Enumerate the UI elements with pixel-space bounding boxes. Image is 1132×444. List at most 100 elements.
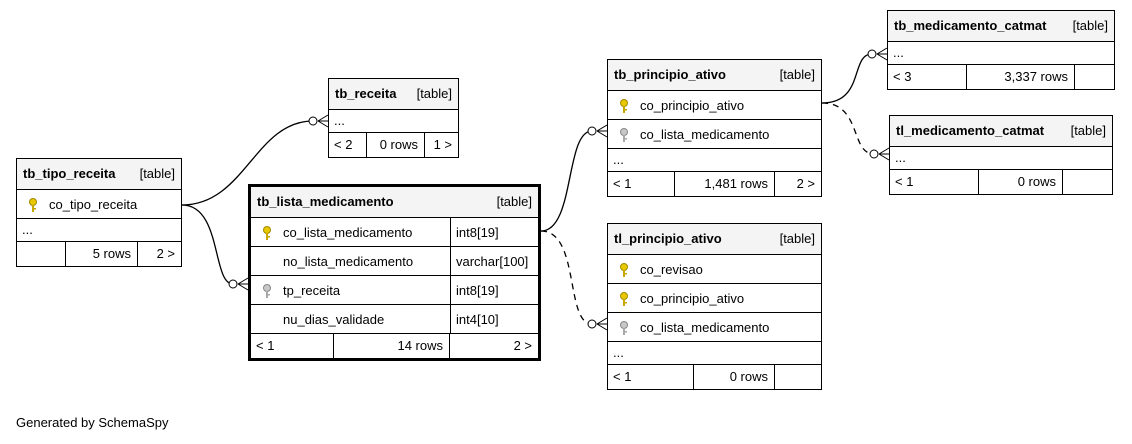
- column-name: no_lista_medicamento: [283, 254, 414, 269]
- footer-rows: 5 rows: [92, 246, 131, 261]
- column-row: co_lista_medicamento: [608, 119, 821, 148]
- column-name: co_principio_ativo: [640, 98, 745, 113]
- more-columns: ...: [888, 41, 1114, 64]
- table-footer: < 2 0 rows 1 >: [329, 132, 458, 157]
- column-name: tp_receita: [283, 283, 341, 298]
- ellipsis-text: ...: [613, 345, 624, 360]
- table-tl-medicamento-catmat[interactable]: tl_medicamento_catmat [table] ... < 1 0 …: [889, 115, 1113, 195]
- link-tipo-receita-to-receita: [181, 120, 314, 206]
- link-principio-to-catmat: [821, 53, 873, 104]
- footer-rows: 1,481 rows: [704, 176, 768, 191]
- table-name: tb_tipo_receita: [23, 166, 116, 181]
- primary-key-icon: [620, 292, 628, 306]
- table-footer: < 1 0 rows: [890, 169, 1112, 194]
- footer-rows: 0 rows: [729, 369, 768, 384]
- primary-key-icon: [620, 99, 628, 113]
- table-type: [table]: [779, 231, 815, 246]
- column-row: co_lista_medicamento: [608, 312, 821, 341]
- footer-children: 1 >: [433, 137, 452, 152]
- column-name: co_principio_ativo: [640, 291, 745, 306]
- table-tb-principio-ativo[interactable]: tb_principio_ativo [table] co_principio_…: [607, 59, 822, 197]
- link-end-circle: [867, 49, 877, 59]
- table-header: tb_lista_medicamento [table]: [251, 187, 538, 217]
- table-footer: < 1 1,481 rows 2 >: [608, 171, 821, 196]
- table-tb-medicamento-catmat[interactable]: tb_medicamento_catmat [table] ... < 3 3,…: [887, 10, 1115, 90]
- column-row: tp_receita int8[19]: [251, 275, 538, 304]
- link-principio-to-tl-catmat: [821, 102, 875, 155]
- footer-children: 2 >: [156, 246, 175, 261]
- generated-by-label: Generated by SchemaSpy: [16, 415, 169, 430]
- footer-rows: 14 rows: [397, 338, 443, 353]
- link-crowfoot: [878, 147, 890, 161]
- column-name: co_revisao: [640, 262, 703, 277]
- table-type: [table]: [416, 86, 452, 101]
- table-type: [table]: [139, 166, 175, 181]
- more-columns: ...: [890, 146, 1112, 169]
- table-tb-receita[interactable]: tb_receita [table] ... < 2 0 rows 1 >: [328, 78, 459, 158]
- footer-rows: 3,337 rows: [1004, 69, 1068, 84]
- primary-key-icon: [29, 198, 37, 212]
- link-end-circle: [869, 149, 879, 159]
- column-row: co_lista_medicamento int8[19]: [251, 217, 538, 246]
- column-row: co_revisao: [608, 254, 821, 283]
- foreign-key-icon: [263, 284, 271, 298]
- table-footer: 5 rows 2 >: [17, 241, 181, 266]
- table-type: [table]: [779, 67, 815, 82]
- footer-parents: < 1: [613, 176, 632, 191]
- ellipsis-text: ...: [334, 113, 345, 128]
- column-name: nu_dias_validade: [283, 312, 385, 327]
- table-name: tb_receita: [335, 86, 397, 101]
- ellipsis-text: ...: [895, 150, 906, 165]
- link-end-circle: [308, 116, 318, 126]
- footer-parents: < 3: [893, 69, 912, 84]
- footer-parents: < 1: [256, 338, 275, 353]
- table-header: tl_principio_ativo [table]: [608, 224, 821, 254]
- table-tb-lista-medicamento[interactable]: tb_lista_medicamento [table] co_lista_me…: [248, 184, 541, 361]
- table-name: tl_medicamento_catmat: [896, 123, 1045, 138]
- more-columns: ...: [608, 341, 821, 364]
- table-type: [table]: [1072, 18, 1108, 33]
- link-lista-to-principio: [540, 130, 593, 232]
- link-end-circle: [228, 279, 238, 289]
- link-lista-to-tl-principio: [540, 230, 593, 325]
- link-end-circle: [587, 126, 597, 136]
- table-footer: < 1 14 rows 2 >: [251, 333, 538, 358]
- link-tipo-receita-to-lista: [181, 204, 234, 285]
- column-type: int8[19]: [456, 283, 499, 298]
- link-end-circle: [587, 319, 597, 329]
- link-crowfoot: [876, 47, 888, 61]
- link-crowfoot: [596, 124, 608, 138]
- table-header: tb_medicamento_catmat [table]: [888, 11, 1114, 41]
- footer-children: 2 >: [513, 338, 532, 353]
- ellipsis-text: ...: [22, 222, 33, 237]
- column-type: int8[19]: [456, 225, 499, 240]
- table-name: tb_principio_ativo: [614, 67, 726, 82]
- footer-rows: 0 rows: [1017, 174, 1056, 189]
- ellipsis-text: ...: [893, 45, 904, 60]
- table-name: tb_lista_medicamento: [257, 194, 394, 209]
- primary-key-icon: [263, 226, 271, 240]
- table-tb-tipo-receita[interactable]: tb_tipo_receita [table] co_tipo_receita …: [16, 158, 182, 267]
- column-name: co_lista_medicamento: [283, 225, 413, 240]
- table-header: tl_medicamento_catmat [table]: [890, 116, 1112, 146]
- table-footer: < 3 3,337 rows: [888, 64, 1114, 89]
- column-row: co_tipo_receita: [17, 189, 181, 218]
- column-name: co_lista_medicamento: [640, 320, 770, 335]
- more-columns: ...: [608, 148, 821, 171]
- footer-parents: < 2: [334, 137, 353, 152]
- table-type: [table]: [1070, 123, 1106, 138]
- table-name: tl_principio_ativo: [614, 231, 722, 246]
- link-crowfoot: [596, 317, 608, 331]
- footer-rows: 0 rows: [379, 137, 418, 152]
- column-row: no_lista_medicamento varchar[100]: [251, 246, 538, 275]
- link-crowfoot: [317, 114, 329, 128]
- table-header: tb_receita [table]: [329, 79, 458, 109]
- table-header: tb_principio_ativo [table]: [608, 60, 821, 90]
- footer-parents: < 1: [613, 369, 632, 384]
- table-tl-principio-ativo[interactable]: tl_principio_ativo [table] co_revisao co…: [607, 223, 822, 390]
- foreign-key-icon: [620, 128, 628, 142]
- table-name: tb_medicamento_catmat: [894, 18, 1047, 33]
- table-header: tb_tipo_receita [table]: [17, 159, 181, 189]
- primary-key-icon: [620, 263, 628, 277]
